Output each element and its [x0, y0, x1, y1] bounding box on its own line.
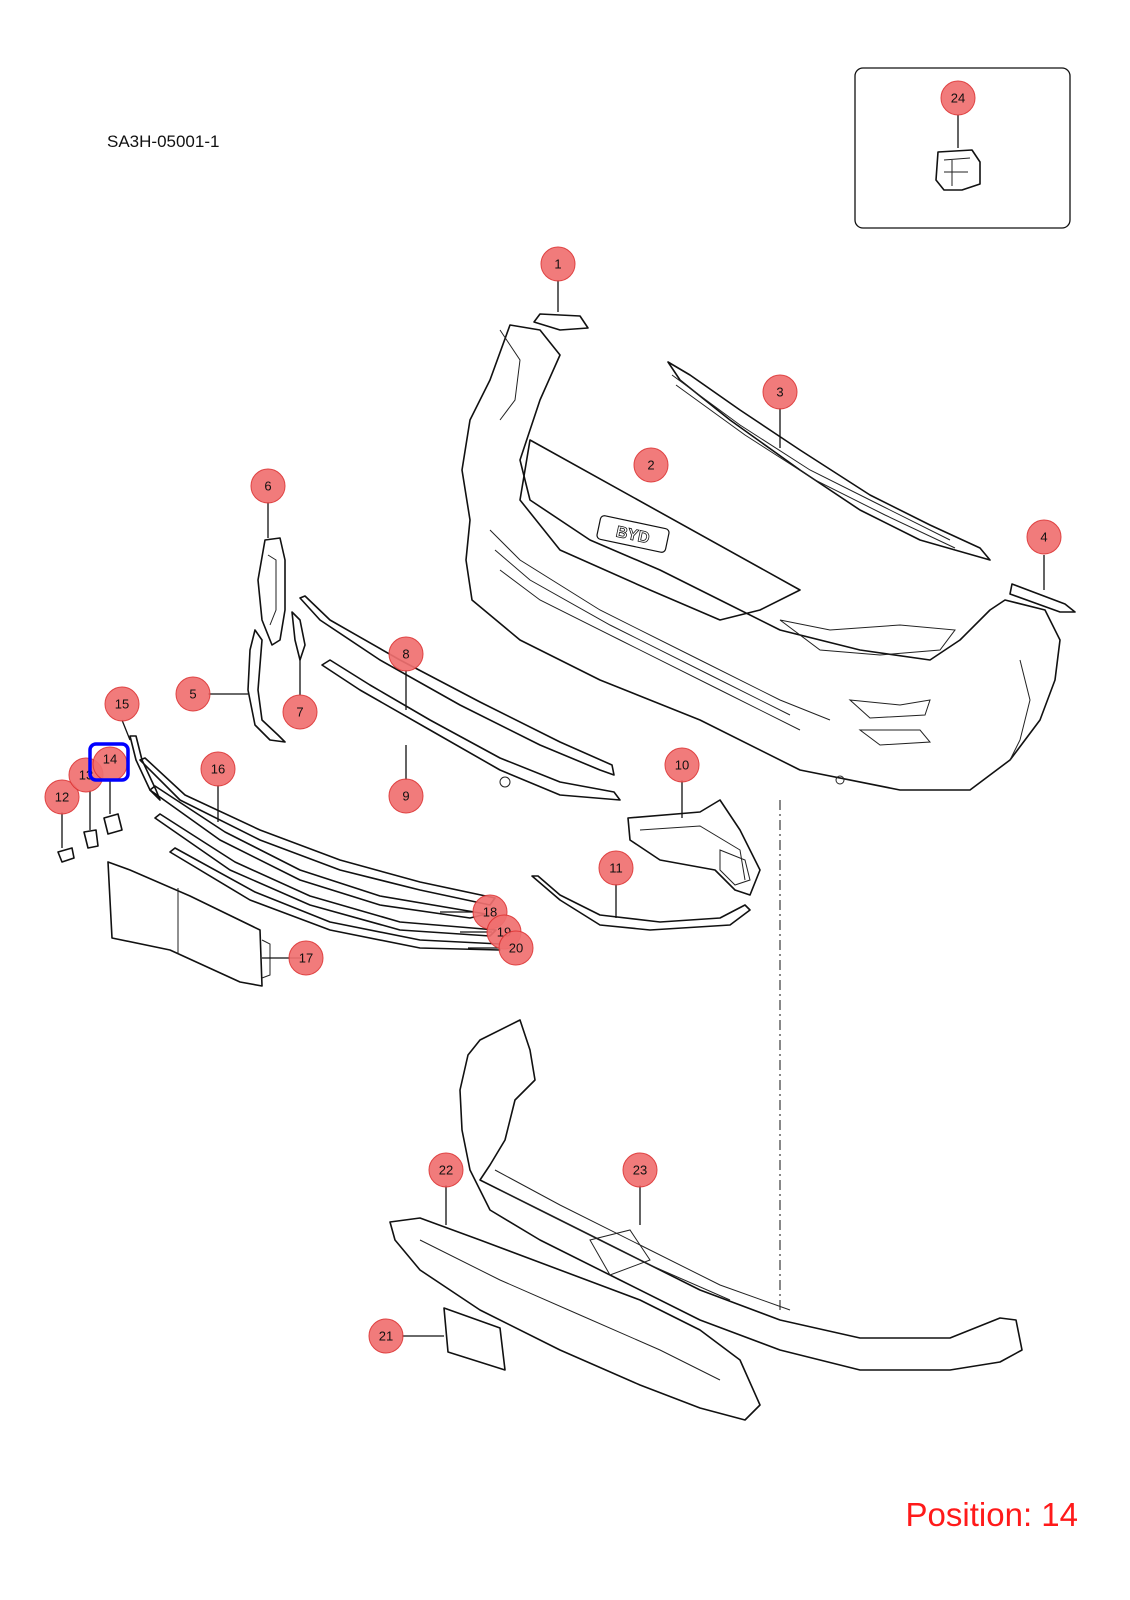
callout-3[interactable]: 3: [762, 374, 798, 410]
upper-grille-part-3[interactable]: [667, 361, 991, 561]
callout-4[interactable]: 4: [1026, 519, 1062, 555]
callout-23[interactable]: 23: [622, 1152, 658, 1188]
svg-text:23: 23: [633, 1163, 647, 1178]
callout-1[interactable]: 1: [540, 246, 576, 282]
callout-6[interactable]: 6: [250, 468, 286, 504]
svg-text:14: 14: [103, 752, 117, 767]
svg-text:1: 1: [554, 257, 561, 272]
bracket-part-4[interactable]: [1009, 583, 1076, 613]
side-trim-part-6[interactable]: [257, 537, 286, 646]
callout-21[interactable]: 21: [368, 1318, 404, 1354]
callout-24[interactable]: 24: [940, 80, 976, 116]
callout-16[interactable]: 16: [200, 751, 236, 787]
lower-bumper-part-23[interactable]: [459, 1019, 1023, 1371]
trim-part-7[interactable]: [291, 611, 306, 661]
clip-part-13[interactable]: [83, 829, 99, 849]
svg-text:6: 6: [264, 479, 271, 494]
trim-strip-part-16[interactable]: [139, 757, 496, 906]
side-trim-part-5[interactable]: [247, 629, 286, 743]
callout-14-selected[interactable]: 14: [88, 742, 130, 782]
svg-text:11: 11: [609, 861, 623, 876]
trim-strip-part-19[interactable]: [154, 813, 497, 937]
callout-22[interactable]: 22: [428, 1152, 464, 1188]
callout-5[interactable]: 5: [175, 676, 211, 712]
svg-text:2: 2: [647, 458, 654, 473]
bracket-part-1[interactable]: [533, 313, 589, 331]
svg-text:9: 9: [402, 789, 409, 804]
clip-part-14[interactable]: [103, 813, 123, 835]
svg-text:12: 12: [55, 790, 69, 805]
svg-text:16: 16: [211, 762, 225, 777]
detail-inset-box: [854, 67, 1071, 229]
callout-12[interactable]: 12: [44, 779, 80, 815]
svg-text:3: 3: [776, 385, 783, 400]
selection-highlight: [88, 742, 130, 782]
svg-text:8: 8: [402, 647, 409, 662]
svg-text:21: 21: [379, 1329, 393, 1344]
callout-20[interactable]: 20: [498, 930, 534, 966]
trim-strip-part-8[interactable]: [299, 595, 615, 776]
fog-trim-part-11[interactable]: [531, 875, 751, 931]
svg-text:4: 4: [1040, 530, 1047, 545]
bumper-cover-part-2[interactable]: [461, 324, 1061, 791]
svg-text:7: 7: [296, 705, 303, 720]
fog-bezel-part-10[interactable]: [627, 799, 761, 896]
callout-17[interactable]: 17: [288, 940, 324, 976]
callout-2[interactable]: 2: [633, 447, 669, 483]
callout-11[interactable]: 11: [598, 850, 634, 886]
svg-text:20: 20: [509, 941, 523, 956]
callout-7[interactable]: 7: [282, 694, 318, 730]
position-label: Position: 14: [905, 1496, 1078, 1533]
svg-text:18: 18: [483, 905, 497, 920]
svg-text:22: 22: [439, 1163, 453, 1178]
callout-8[interactable]: 8: [388, 636, 424, 672]
reinforcement-beam-part-22[interactable]: [389, 1217, 761, 1421]
cover-plate-part-21[interactable]: [443, 1307, 506, 1371]
callout-9[interactable]: 9: [388, 778, 424, 814]
diagram-code: SA3H-05001-1: [107, 132, 220, 151]
clip-part-24[interactable]: [935, 149, 981, 191]
clip-part-12[interactable]: [57, 847, 75, 863]
svg-text:17: 17: [299, 951, 313, 966]
svg-text:24: 24: [951, 91, 965, 106]
license-plate-bracket-part-17[interactable]: [107, 861, 271, 987]
svg-text:10: 10: [675, 758, 689, 773]
callout-10[interactable]: 10: [664, 747, 700, 783]
trim-strip-part-9[interactable]: [321, 659, 621, 801]
svg-text:15: 15: [115, 697, 129, 712]
callout-15[interactable]: 15: [104, 686, 140, 722]
svg-text:5: 5: [189, 687, 196, 702]
